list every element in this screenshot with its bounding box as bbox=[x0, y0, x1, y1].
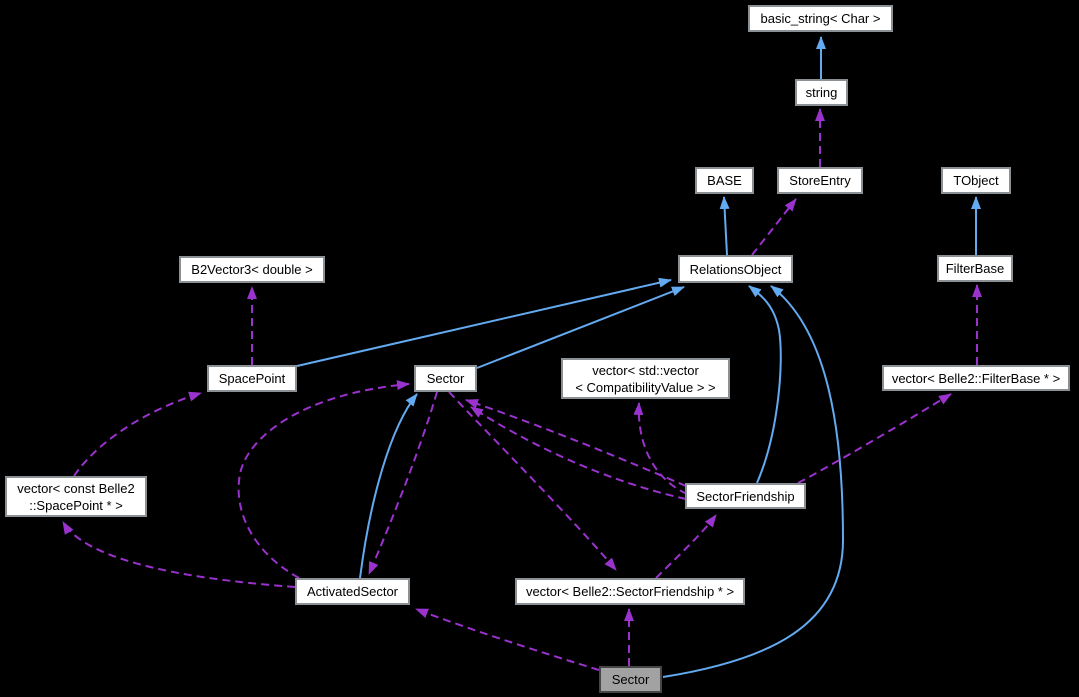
node-string[interactable]: string bbox=[795, 79, 848, 106]
node-space-point[interactable]: SpacePoint bbox=[207, 365, 297, 392]
edge-activatedsector-to-spacepoint-vector bbox=[62, 521, 296, 588]
node-label: StoreEntry bbox=[789, 173, 851, 188]
edge-sectorfriendship-to-compatvalue-vector bbox=[633, 402, 688, 495]
node-label-line1: vector< const Belle2 bbox=[17, 480, 135, 496]
edge-sector-main-to-activatedsector bbox=[415, 608, 600, 671]
node-label-line1: vector< std::vector bbox=[592, 362, 699, 378]
node-base[interactable]: BASE bbox=[695, 167, 754, 194]
edge-spacepoint-to-relationsobject bbox=[296, 277, 672, 367]
node-filter-base-vector[interactable]: vector< Belle2::FilterBase * > bbox=[882, 365, 1070, 391]
edge-sectorfriendship-to-sector-1 bbox=[465, 399, 687, 487]
edge-relationsobject-to-storeentry bbox=[751, 198, 797, 256]
edge-sector-to-activatedsector bbox=[368, 391, 438, 575]
edge-activatedsector-to-sector-usage bbox=[237, 380, 410, 579]
node-label: TObject bbox=[953, 173, 999, 188]
node-label: RelationsObject bbox=[689, 261, 782, 277]
node-space-point-vector[interactable]: vector< const Belle2 ::SpacePoint * > bbox=[5, 476, 147, 517]
edge-sectorfriendship-to-relationsobject bbox=[748, 285, 782, 484]
node-filter-base[interactable]: FilterBase bbox=[937, 255, 1013, 282]
node-label: SpacePoint bbox=[218, 371, 286, 386]
node-sector-friendship[interactable]: SectorFriendship bbox=[685, 483, 806, 509]
edge-activatedsector-to-sector bbox=[359, 393, 418, 579]
edge-sector-to-relationsobject bbox=[476, 286, 685, 369]
node-label: B2Vector3< double > bbox=[191, 262, 313, 277]
node-label: Sector bbox=[611, 672, 650, 687]
node-b2vector3[interactable]: B2Vector3< double > bbox=[179, 256, 325, 283]
node-sector-friendship-vector[interactable]: vector< Belle2::SectorFriendship * > bbox=[515, 578, 745, 605]
node-store-entry[interactable]: StoreEntry bbox=[777, 167, 863, 194]
node-label: BASE bbox=[707, 173, 742, 188]
node-basic-string[interactable]: basic_string< Char > bbox=[748, 5, 893, 32]
node-compat-value-vector[interactable]: vector< std::vector < CompatibilityValue… bbox=[561, 358, 730, 399]
node-label: FilterBase bbox=[945, 261, 1005, 276]
node-sector-current: Sector bbox=[599, 666, 662, 693]
edge-spacepoint-vector-to-spacepoint bbox=[73, 391, 202, 477]
node-sector[interactable]: Sector bbox=[414, 365, 477, 392]
edge-sectorfriendship-vector-to-sectorfriendship bbox=[655, 514, 717, 579]
edge-sectorfriendship-to-filterbase-vector bbox=[797, 393, 952, 484]
node-relations-object[interactable]: RelationsObject bbox=[678, 255, 793, 283]
node-label: Sector bbox=[426, 371, 465, 386]
edge-relationsobject-to-base bbox=[719, 196, 730, 256]
edge-sector-main-to-relationsobject bbox=[662, 285, 845, 678]
node-label-line2: < CompatibilityValue > > bbox=[575, 379, 716, 395]
node-label: vector< Belle2::SectorFriendship * > bbox=[525, 584, 735, 599]
node-label: basic_string< Char > bbox=[760, 11, 881, 26]
node-label: SectorFriendship bbox=[696, 488, 795, 504]
node-label-line2: ::SpacePoint * > bbox=[29, 497, 123, 513]
node-label: string bbox=[805, 85, 838, 100]
node-activated-sector[interactable]: ActivatedSector bbox=[295, 578, 410, 605]
node-tobject[interactable]: TObject bbox=[941, 167, 1011, 194]
node-label: vector< Belle2::FilterBase * > bbox=[891, 370, 1061, 386]
edge-sectorfriendship-to-sector-2 bbox=[470, 406, 687, 500]
node-label: ActivatedSector bbox=[306, 584, 399, 599]
edge-sector-to-sectorfriendship-vector bbox=[448, 391, 617, 571]
